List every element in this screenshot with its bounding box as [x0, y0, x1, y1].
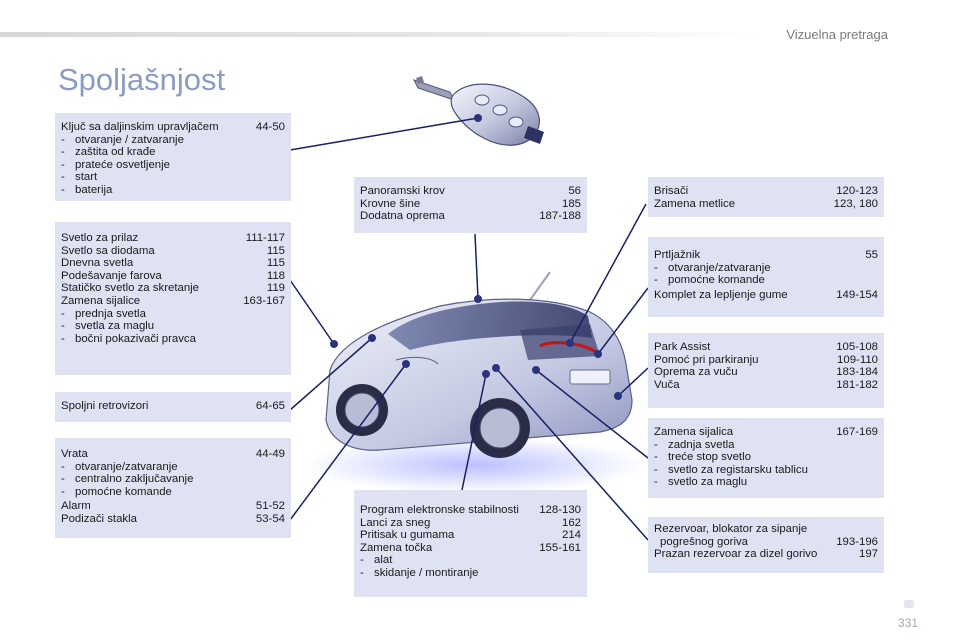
list-item: -otvaranje/zatvaranje	[61, 460, 178, 473]
list-item: -pomoćne komande	[61, 485, 172, 498]
page-corner-mark	[904, 600, 914, 608]
list-item: -start	[61, 171, 98, 184]
list-item: -svetla za maglu	[61, 320, 155, 333]
car-illustration	[305, 271, 645, 493]
list-item: -otvaranje / zatvaranje	[61, 133, 184, 146]
page-number: 331	[897, 616, 918, 630]
box-tank: Rezervoar, blokator za sipanje pogrešnog…	[648, 517, 884, 573]
list-item: -prateće osvetljenje	[61, 158, 170, 171]
list-item: -otvaranje/zatvaranje	[654, 261, 771, 274]
key-remote-icon	[413, 76, 544, 146]
list-item: -zaštita od krađe	[61, 146, 156, 159]
list-item: -svetlo za registarsku tablicu	[654, 463, 808, 476]
list-item: -alat	[360, 554, 393, 567]
list-item: -prednja svetla	[61, 307, 146, 320]
list-item: -centralno zaključavanje	[61, 473, 194, 486]
index-row: Rezervoar, blokator za sipanje	[654, 523, 808, 535]
list-item: -skidanje / montiranje	[360, 566, 479, 579]
list-item: -pomoćne komande	[654, 274, 765, 287]
section-label: Vizuelna pretraga	[786, 27, 888, 42]
header-rule	[0, 32, 760, 37]
page-title: Spoljašnjost	[58, 62, 226, 97]
list-item: -bočni pokazivači pravca	[61, 332, 196, 345]
list-item: -zadnja svetla	[654, 438, 735, 451]
list-item: -treće stop svetlo	[654, 451, 751, 464]
list-item: -baterija	[61, 183, 113, 196]
list-item: -svetlo za maglu	[654, 476, 748, 489]
